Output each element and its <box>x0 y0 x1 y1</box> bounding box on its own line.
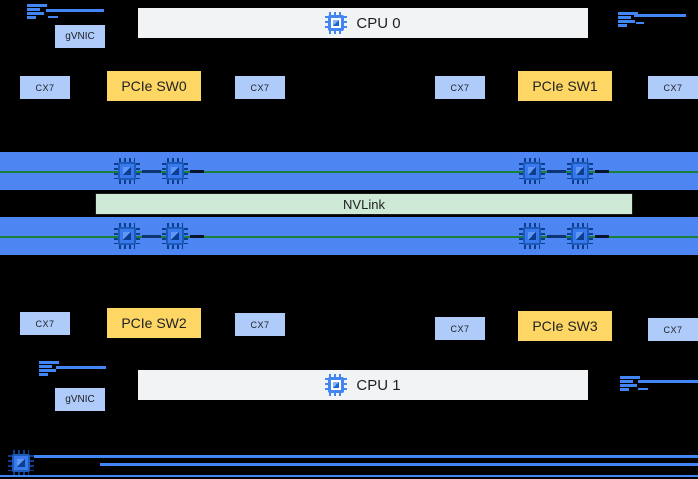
chip-core <box>123 232 131 240</box>
gpu-chip-icon <box>162 158 188 184</box>
chip-core <box>528 232 536 240</box>
network-link-icon <box>27 4 47 20</box>
gpu-connector-dash <box>595 235 609 238</box>
cx7-nic-box: CX7 <box>20 312 70 335</box>
chip-core <box>576 232 584 240</box>
gpu-connector-dash <box>190 235 204 238</box>
chip-core <box>576 167 584 175</box>
chip-core <box>333 20 340 26</box>
chip-core <box>123 167 131 175</box>
pcie-sw1-label: PCIe SW1 <box>532 78 598 94</box>
gpu-chip-icon <box>162 223 188 249</box>
cx7-nic-box: CX7 <box>435 317 485 340</box>
network-link-line <box>638 380 698 383</box>
cx7-nic-box: CX7 <box>435 76 485 99</box>
cx7-label: CX7 <box>250 82 270 93</box>
pcie-sw0-label: PCIe SW0 <box>121 78 187 94</box>
pcie-sw1-box: PCIe SW1 <box>518 71 612 101</box>
gvnic-label: gVNIC <box>65 31 95 42</box>
network-link-icon <box>39 361 59 377</box>
pcie-sw3-label: PCIe SW3 <box>532 318 598 334</box>
cx7-label: CX7 <box>250 319 270 330</box>
cx7-label: CX7 <box>450 323 470 334</box>
network-link-line <box>56 366 106 369</box>
gpu-chip-icon <box>567 223 593 249</box>
gpu-chip-icon <box>114 158 140 184</box>
chip-core <box>333 382 340 388</box>
pcie-sw0-box: PCIe SW0 <box>107 71 201 101</box>
gpu-chip-icon <box>519 158 545 184</box>
gpu-connector-dash <box>547 170 566 173</box>
nvlink-box: NVLink <box>95 193 633 215</box>
cx7-nic-box: CX7 <box>648 76 698 99</box>
gpu-connector-dash <box>142 170 161 173</box>
legend-line <box>0 475 698 477</box>
cpu1-box: CPU 1 <box>138 370 588 400</box>
cpu1-label: CPU 1 <box>356 376 401 394</box>
cx7-label: CX7 <box>35 318 55 329</box>
gvnic-label: gVNIC <box>65 394 95 405</box>
cx7-label: CX7 <box>663 324 683 335</box>
cx7-label: CX7 <box>450 82 470 93</box>
chip-core <box>528 167 536 175</box>
chip-core <box>17 459 25 467</box>
gpu-chip-icon <box>519 223 545 249</box>
gpu-connector-dash <box>190 170 204 173</box>
cx7-nic-box: CX7 <box>235 76 285 99</box>
cpu0-label: CPU 0 <box>356 14 401 32</box>
cpu-chip-icon <box>325 12 348 34</box>
cx7-nic-box: CX7 <box>235 313 285 336</box>
gpu-connector-dash <box>547 235 566 238</box>
network-link-line <box>638 388 648 390</box>
gpu-chip-icon <box>114 223 140 249</box>
pcie-sw2-box: PCIe SW2 <box>107 308 201 338</box>
legend-line <box>34 455 698 458</box>
chip-core <box>171 167 179 175</box>
cpu-chip-icon <box>325 374 348 396</box>
gpu-chip-icon <box>567 158 593 184</box>
legend-line <box>100 463 698 466</box>
network-link-line <box>46 9 104 12</box>
gvnic-box-top: gVNIC <box>55 25 105 48</box>
cx7-nic-box: CX7 <box>20 76 70 99</box>
chip-core <box>171 232 179 240</box>
network-link-line <box>636 22 644 24</box>
cx7-nic-box: CX7 <box>648 318 698 341</box>
gpu-connector-dash <box>142 235 161 238</box>
pcie-sw2-label: PCIe SW2 <box>121 315 187 331</box>
network-link-icon <box>620 376 640 392</box>
network-link-icon <box>618 12 638 28</box>
pcie-sw3-box: PCIe SW3 <box>518 311 612 341</box>
cx7-label: CX7 <box>663 82 683 93</box>
nvlink-label: NVLink <box>343 196 385 212</box>
nvlink-rail-line <box>0 236 698 238</box>
gvnic-box-bottom: gVNIC <box>55 388 105 411</box>
gpu-chip-icon <box>8 450 34 476</box>
gpu-connector-dash <box>595 170 609 173</box>
nvlink-rail-line <box>0 171 698 173</box>
network-link-line <box>48 16 58 18</box>
cpu0-box: CPU 0 <box>138 8 588 38</box>
cx7-label: CX7 <box>35 82 55 93</box>
network-link-line <box>634 14 686 17</box>
